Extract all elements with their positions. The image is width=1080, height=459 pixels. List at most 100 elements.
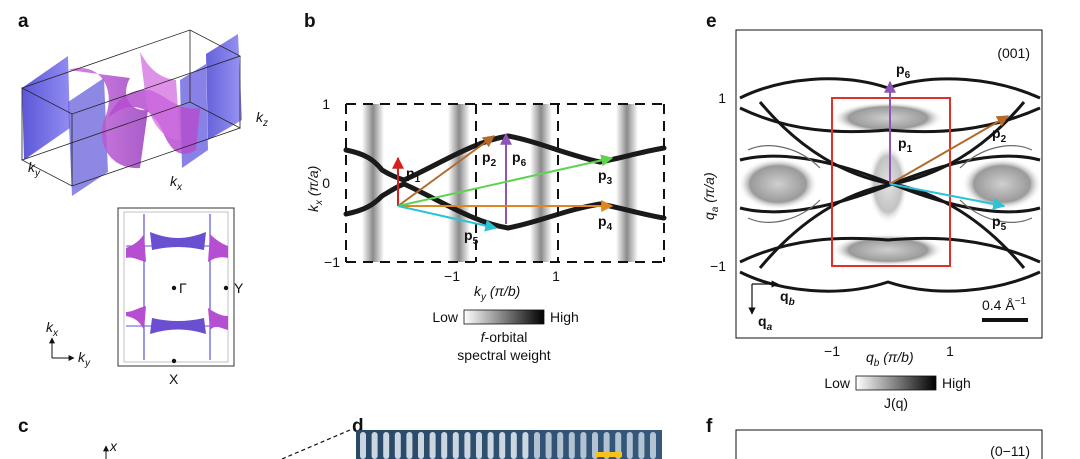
fs-pocket bbox=[126, 306, 146, 330]
b-colorbar-title-1: f-orbital bbox=[481, 329, 528, 345]
stm-atom-column bbox=[580, 432, 587, 459]
stm-atom-column bbox=[394, 432, 401, 459]
stm-atom-column bbox=[545, 432, 552, 459]
e-dir-qa: qa bbox=[758, 313, 773, 333]
fermi-surface-3d-box bbox=[20, 29, 242, 196]
axis-kx-label: kx bbox=[170, 173, 183, 193]
c-zoom-dashed-line bbox=[281, 429, 351, 459]
label-p4: p4 bbox=[598, 213, 613, 233]
f-frame bbox=[735, 429, 1043, 459]
panel-d: d bbox=[352, 416, 662, 459]
e-colorbar-high: High bbox=[942, 375, 971, 391]
e-colorbar-low: Low bbox=[824, 375, 851, 391]
stm-atom-column bbox=[452, 432, 459, 459]
stm-atom-column bbox=[360, 432, 366, 459]
fs-pocket bbox=[208, 308, 228, 330]
fs-sheet-blue bbox=[22, 56, 70, 160]
label-p6: p6 bbox=[512, 149, 527, 169]
label-p3: p3 bbox=[598, 167, 613, 187]
e-scale-label: 0.4 Å−1 bbox=[982, 296, 1027, 313]
y-point-dot bbox=[223, 285, 229, 291]
panel-a: a kz ky kx bbox=[18, 11, 268, 387]
e-xtick-minus1: −1 bbox=[824, 343, 840, 359]
inset-axes bbox=[49, 337, 75, 361]
panel-label-f: f bbox=[706, 416, 713, 437]
d-highlight-marker bbox=[596, 452, 622, 457]
stm-atom-column bbox=[557, 432, 564, 459]
b-yaxis-label: kx (π/a) bbox=[305, 166, 325, 212]
b-xtick-1: 1 bbox=[552, 268, 560, 284]
stm-atom-column bbox=[534, 432, 540, 459]
e-vector-p2 bbox=[889, 115, 1010, 185]
b-ytick-minus1: −1 bbox=[324, 254, 340, 270]
e-scale-bar bbox=[982, 318, 1028, 322]
e-ytick-1: 1 bbox=[718, 90, 726, 106]
b-colorbar bbox=[463, 309, 545, 325]
e-yaxis-label: qa (π/a) bbox=[701, 172, 721, 220]
stm-atom-column bbox=[638, 432, 645, 459]
fs-pocket bbox=[150, 232, 206, 250]
q-vectors-e bbox=[884, 80, 1010, 210]
b-ytick-1: 1 bbox=[322, 96, 330, 112]
panel-label-c: c bbox=[18, 416, 29, 437]
e-xaxis-label: qb (π/b) bbox=[866, 349, 914, 369]
stm-atom-column bbox=[383, 432, 390, 459]
panel-label-e: e bbox=[706, 11, 717, 32]
c-axis-x-label: x bbox=[109, 438, 118, 454]
vector-p3 bbox=[397, 154, 614, 207]
stm-atom-column bbox=[522, 432, 529, 459]
fermi-surface-2d-cut bbox=[117, 207, 235, 367]
axis-ky-label: ky bbox=[28, 159, 41, 179]
panel-label-d: d bbox=[352, 416, 364, 437]
vector-p2 bbox=[397, 135, 495, 207]
b-xaxis-label: ky (π/b) bbox=[474, 283, 520, 303]
e-label-p6: p6 bbox=[896, 61, 911, 81]
inset-kx-label: kx bbox=[46, 319, 59, 339]
e-xtick-1: 1 bbox=[946, 343, 954, 359]
e-label-p1: p1 bbox=[898, 135, 913, 155]
gamma-point-dot bbox=[171, 285, 177, 291]
stm-atom-column bbox=[650, 432, 656, 459]
e-label-p2: p2 bbox=[992, 125, 1007, 145]
x-point-label: X bbox=[169, 371, 179, 387]
d-stm-atom-rows bbox=[360, 432, 656, 459]
bz-dashed-boundaries bbox=[345, 103, 665, 263]
inset-ky-label: ky bbox=[78, 349, 91, 369]
stm-atom-column bbox=[406, 432, 413, 459]
gamma-point-label: Γ bbox=[179, 280, 187, 296]
stm-atom-column bbox=[487, 432, 494, 459]
stm-atom-column bbox=[464, 432, 471, 459]
stm-atom-column bbox=[429, 432, 436, 459]
fs-sheet-blue bbox=[206, 34, 242, 140]
e-ytick-minus1: −1 bbox=[710, 258, 726, 274]
panel-b: b bbox=[304, 11, 667, 363]
fs-sheet-magenta bbox=[140, 52, 180, 140]
b-colorbar-low: Low bbox=[432, 309, 459, 325]
b-colorbar-high: High bbox=[550, 309, 579, 325]
stm-atom-column bbox=[626, 432, 633, 459]
x-point-dot bbox=[171, 358, 177, 364]
panel-label-b: b bbox=[304, 11, 316, 32]
e-colorbar-title: J(q) bbox=[884, 395, 908, 411]
e-vector-p5 bbox=[889, 183, 1006, 210]
panel-f: f (0−11) bbox=[706, 416, 1043, 459]
stm-atom-column bbox=[441, 432, 448, 459]
fs-pocket bbox=[150, 318, 206, 334]
f-surface-label: (0−11) bbox=[990, 443, 1030, 459]
fs-sheet-magenta bbox=[68, 68, 148, 169]
label-p1: p1 bbox=[406, 165, 421, 185]
e-direction-arrows bbox=[748, 280, 779, 315]
bz-box-outline bbox=[20, 29, 242, 187]
panel-c: c x bbox=[18, 416, 351, 459]
vector-p5 bbox=[397, 205, 498, 232]
stm-atom-column bbox=[371, 432, 378, 459]
stm-atom-column bbox=[476, 432, 482, 459]
panel-e: e bbox=[701, 11, 1043, 411]
b-colorbar-title-2: spectral weight bbox=[457, 347, 550, 363]
e-label-p5: p5 bbox=[992, 213, 1007, 233]
e-surface-label: (001) bbox=[997, 45, 1030, 61]
fs-pocket bbox=[208, 234, 228, 262]
e-dir-qb: qb bbox=[780, 288, 795, 308]
label-p2: p2 bbox=[482, 149, 497, 169]
